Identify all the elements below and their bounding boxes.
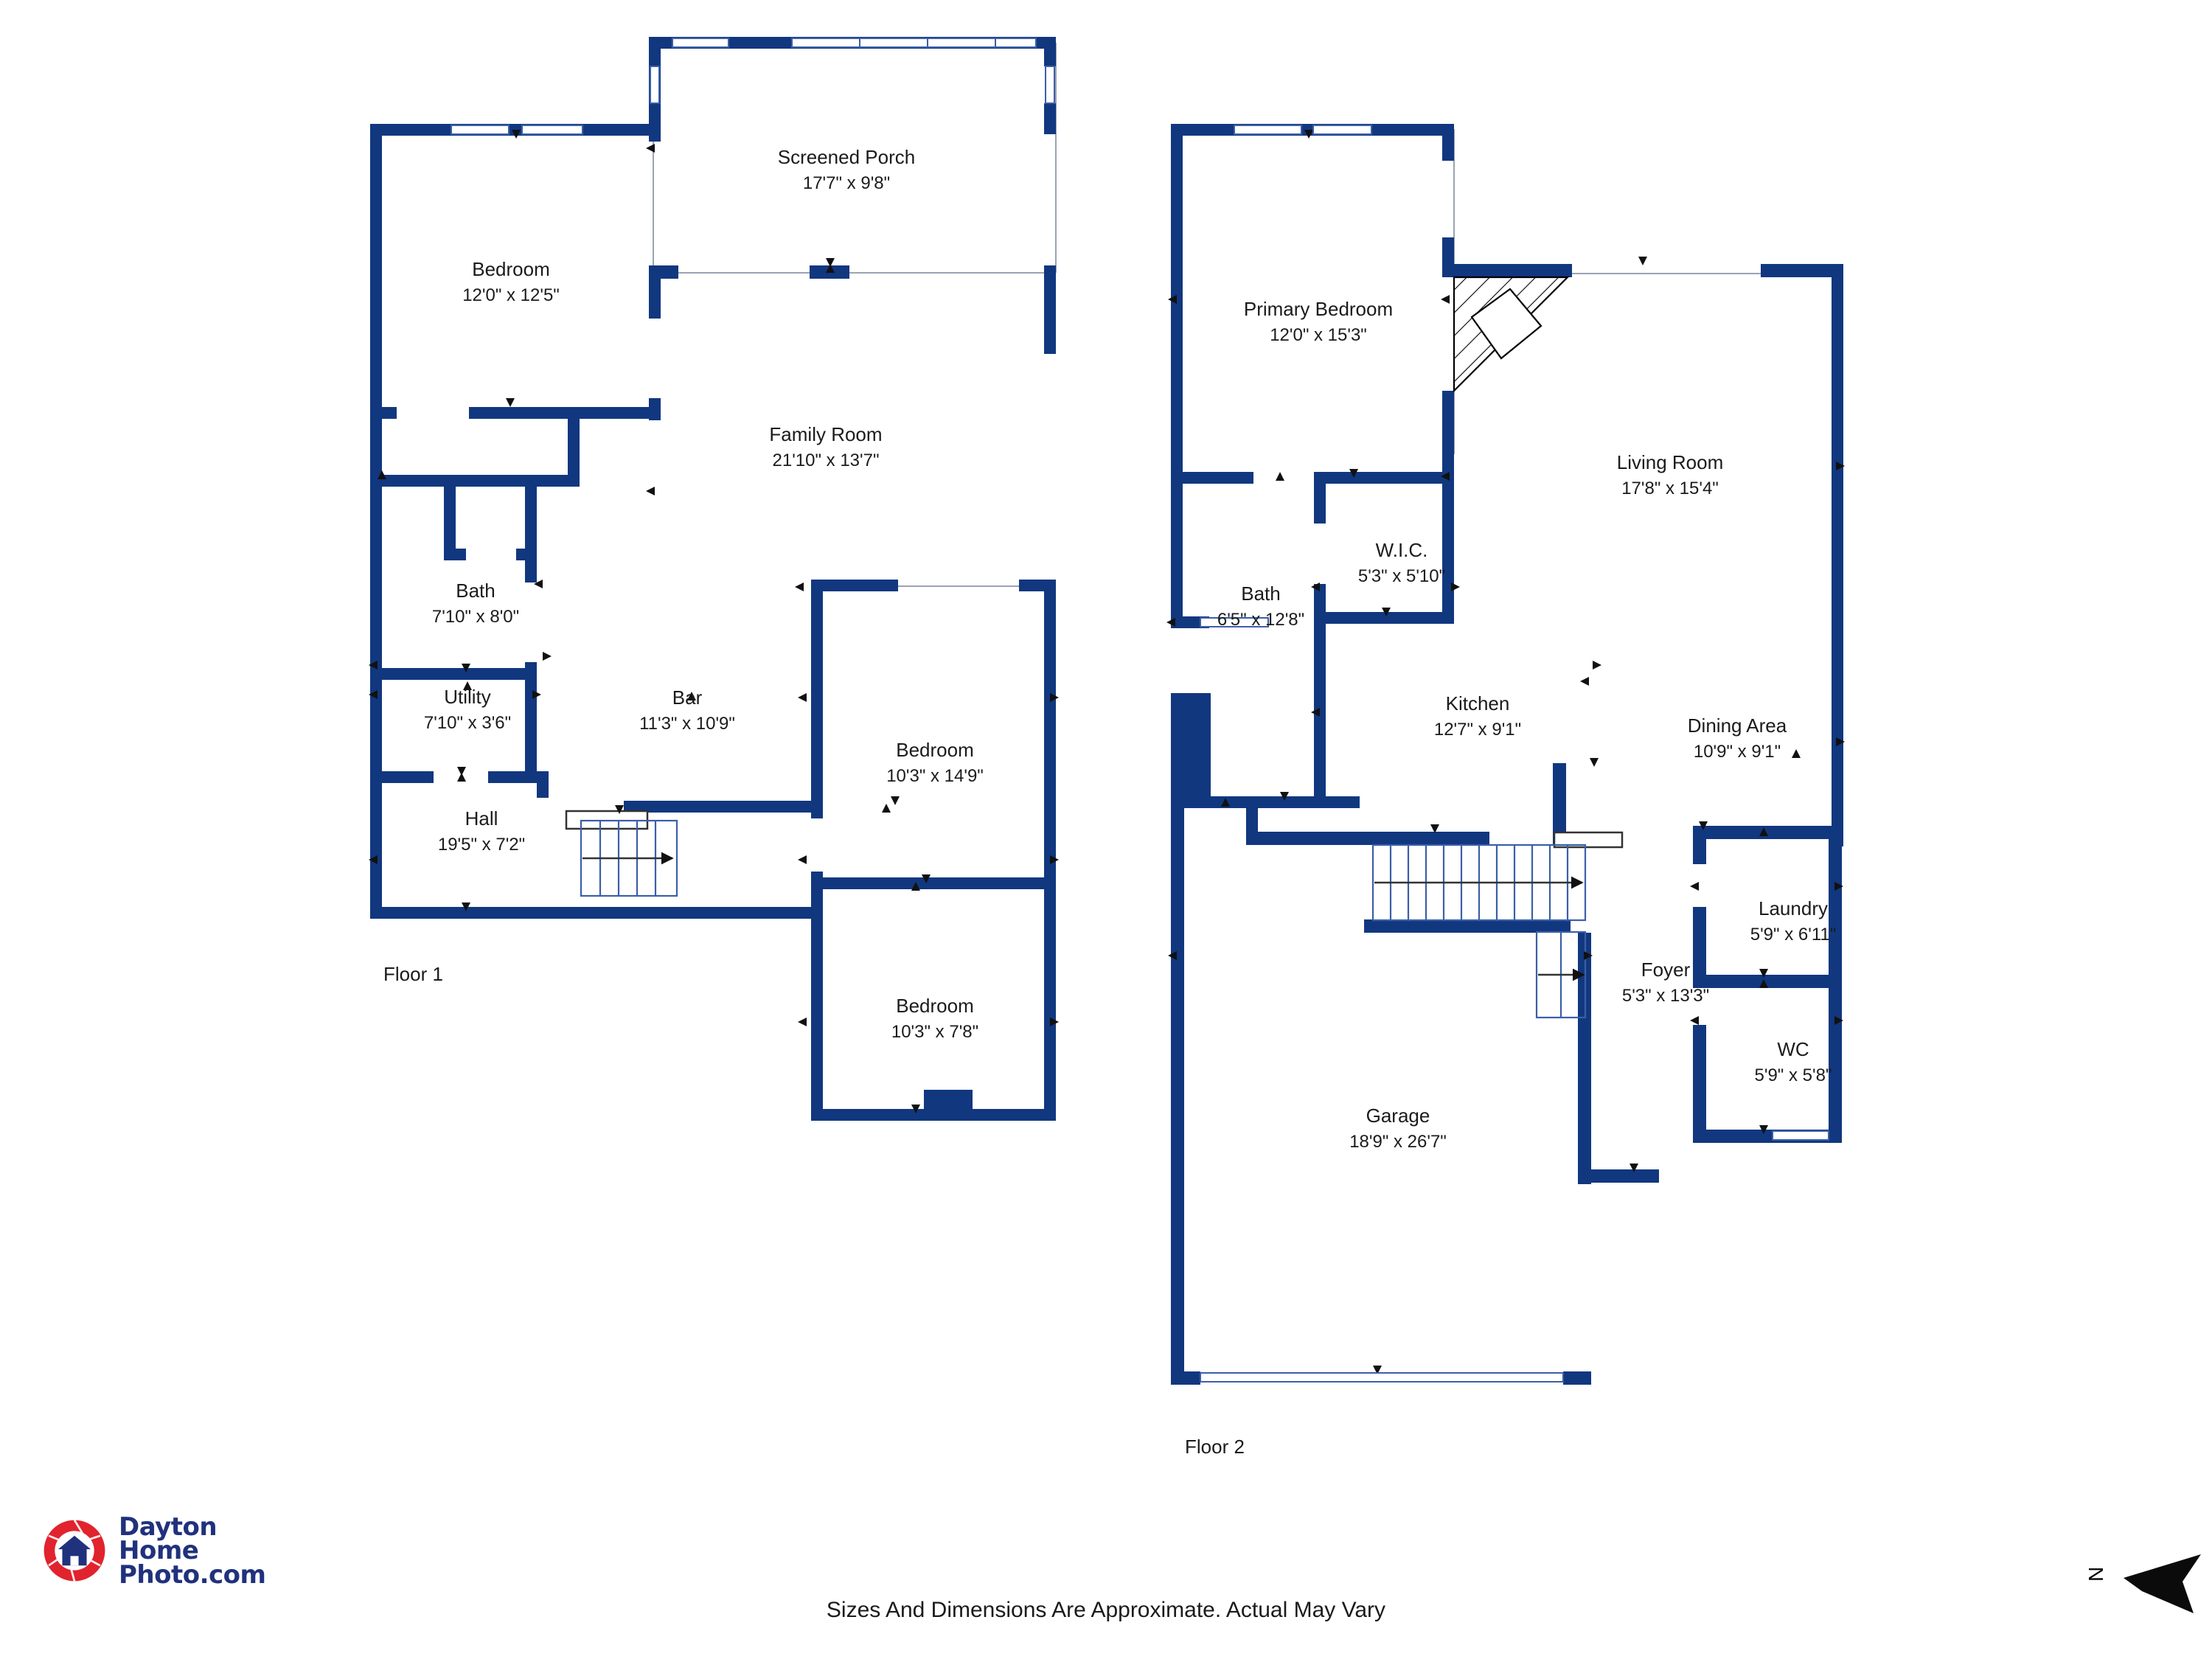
room-name: Bedroom xyxy=(896,995,974,1017)
room-dimensions: 21'10" x 13'7" xyxy=(773,451,880,470)
room-dimensions: 19'5" x 7'2" xyxy=(438,835,525,855)
room-dimensions: 10'9" x 9'1" xyxy=(1694,742,1781,762)
floor1-walls xyxy=(370,37,1056,1121)
floor-1-label: Floor 1 xyxy=(383,963,443,985)
room-dimensions: 7'10" x 8'0" xyxy=(432,607,519,627)
room-label: Primary Bedroom 12'0" x 15'3" xyxy=(1244,298,1393,345)
logo-line-1: Dayton xyxy=(119,1512,218,1542)
room-dimensions: 10'3" x 14'9" xyxy=(886,766,984,786)
brand-logo[interactable]: Dayton Home Photo.com xyxy=(41,1512,266,1590)
floor2-stairs xyxy=(1371,831,1624,1019)
room-name: Utility xyxy=(444,686,491,708)
room-dimensions: 10'3" x 7'8" xyxy=(891,1022,978,1042)
room-name: Kitchen xyxy=(1446,692,1510,714)
floor1-door-markers xyxy=(369,130,1059,1113)
room-name: Hall xyxy=(465,807,498,830)
room-label: Bedroom 10'3" x 14'9" xyxy=(886,739,984,786)
room-label: Bedroom 12'0" x 12'5" xyxy=(462,258,560,305)
room-label-layer: Screened Porch 17'7" x 9'8" Bedroom 12'0" x… xyxy=(424,146,1836,1152)
floor1-thin-outlines xyxy=(653,42,1057,587)
room-label: Garage 18'9" x 26'7" xyxy=(1349,1105,1447,1152)
floor-1-plan xyxy=(369,37,1059,1121)
room-label: Utility 7'10" x 3'6" xyxy=(424,686,511,733)
room-label: Bath 6'5" x 12'8" xyxy=(1217,582,1304,630)
footer-disclaimer: Sizes And Dimensions Are Approximate. Ac… xyxy=(827,1598,1385,1622)
room-dimensions: 12'0" x 12'5" xyxy=(462,285,560,305)
room-label: Laundry 5'9" x 6'11" xyxy=(1750,897,1837,945)
room-dimensions: 12'7" x 9'1" xyxy=(1434,720,1521,740)
room-name: Bar xyxy=(672,686,703,709)
room-name: Bath xyxy=(1241,582,1281,605)
camera-shutter-house-icon xyxy=(44,1520,105,1582)
room-name: Garage xyxy=(1366,1105,1430,1127)
room-dimensions: 11'3" x 10'9" xyxy=(639,714,735,734)
floor-2-label: Floor 2 xyxy=(1185,1436,1245,1458)
room-name: Family Room xyxy=(769,423,882,445)
room-label: Bedroom 10'3" x 7'8" xyxy=(891,995,978,1042)
room-name: WC xyxy=(1777,1038,1809,1060)
room-label: Bar 11'3" x 10'9" xyxy=(639,686,735,734)
room-name: Foyer xyxy=(1641,959,1691,981)
room-label: Bath 7'10" x 8'0" xyxy=(432,580,519,627)
room-dimensions: 7'10" x 3'6" xyxy=(424,713,511,733)
room-label: WC 5'9" x 5'8" xyxy=(1755,1038,1832,1085)
room-label: Kitchen 12'7" x 9'1" xyxy=(1434,692,1521,740)
north-arrow-icon xyxy=(2124,1554,2201,1613)
room-dimensions: 17'8" x 15'4" xyxy=(1621,479,1719,498)
room-name: Bath xyxy=(456,580,495,602)
room-label: Living Room 17'8" x 15'4" xyxy=(1617,451,1724,498)
logo-line-3: Photo.com xyxy=(119,1559,266,1590)
room-dimensions: 5'9" x 6'11" xyxy=(1750,925,1837,945)
room-dimensions: 12'0" x 15'3" xyxy=(1270,325,1367,345)
room-dimensions: 5'3" x 13'3" xyxy=(1622,986,1709,1006)
room-label: Foyer 5'3" x 13'3" xyxy=(1622,959,1709,1006)
room-label: Dining Area 10'9" x 9'1" xyxy=(1688,714,1787,762)
compass-rose: N xyxy=(2084,1554,2201,1613)
room-name: Primary Bedroom xyxy=(1244,298,1393,320)
room-dimensions: 5'3" x 5'10" xyxy=(1358,566,1445,586)
floor2-windows xyxy=(1200,125,1829,1382)
room-name: W.I.C. xyxy=(1376,539,1428,561)
room-name: Laundry xyxy=(1759,897,1828,919)
room-label: Screened Porch 17'7" x 9'8" xyxy=(778,146,915,193)
room-dimensions: 18'9" x 26'7" xyxy=(1349,1132,1447,1152)
room-label: W.I.C. 5'3" x 5'10" xyxy=(1358,539,1445,586)
logo-line-2: Home xyxy=(119,1536,199,1566)
room-dimensions: 17'7" x 9'8" xyxy=(803,173,890,193)
room-name: Bedroom xyxy=(472,258,550,280)
floor1-stairs xyxy=(565,810,678,897)
floor2-walls xyxy=(1171,124,1843,1385)
room-dimensions: 5'9" x 5'8" xyxy=(1755,1065,1832,1085)
compass-north-label: N xyxy=(2084,1567,2107,1582)
fireplace-hatch-icon xyxy=(1453,276,1570,393)
room-name: Screened Porch xyxy=(778,146,915,168)
room-name: Bedroom xyxy=(896,739,974,761)
room-name: Living Room xyxy=(1617,451,1724,473)
room-dimensions: 6'5" x 12'8" xyxy=(1217,610,1304,630)
room-name: Dining Area xyxy=(1688,714,1787,737)
room-label: Family Room 21'10" x 13'7" xyxy=(769,423,882,470)
floor-2-plan xyxy=(1166,124,1845,1385)
floor2-door-markers xyxy=(1166,130,1845,1374)
room-label: Hall 19'5" x 7'2" xyxy=(438,807,525,855)
floor1-windows xyxy=(451,38,1055,135)
